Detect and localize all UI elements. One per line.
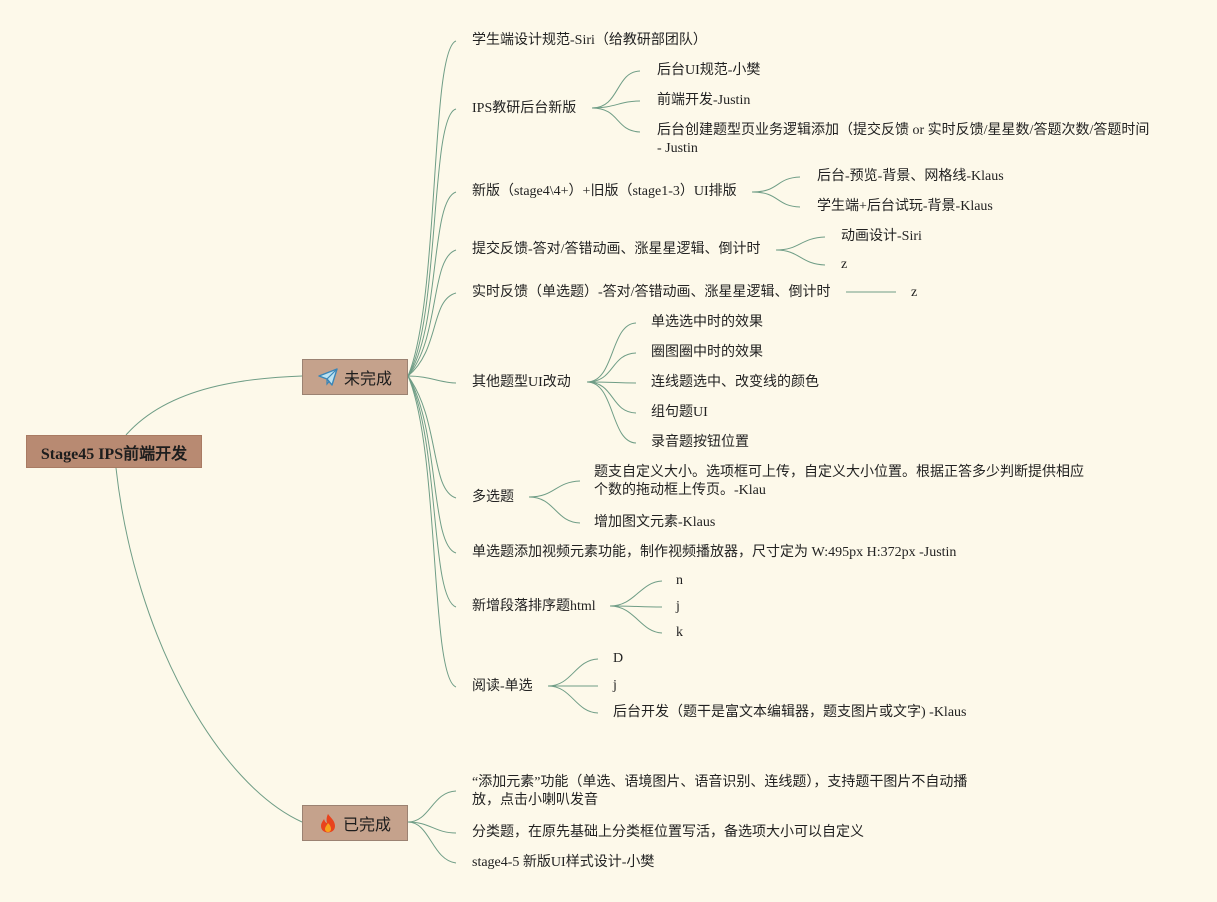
node-multi-choice[interactable]: 多选题 bbox=[472, 490, 514, 505]
node-multi-choice-child[interactable]: 题支自定义大小。选项框可上传，自定义大小位置。根据正答多少判断提供相应个数的拖动… bbox=[594, 465, 1084, 498]
node-other-ui-child[interactable]: 录音题按钮位置 bbox=[651, 435, 749, 450]
edge-b1-student-spec bbox=[407, 40, 457, 377]
node-ips-admin-child[interactable]: 后台创建题型页业务逻辑添加（提交反馈 or 实时反馈/星星数/答题次数/答题时间… bbox=[657, 123, 1150, 156]
edge-root-incomplete bbox=[125, 375, 303, 436]
edge-b1-single-video bbox=[407, 375, 457, 554]
node-other-ui-child[interactable]: 连线题选中、改变线的颜色 bbox=[651, 375, 819, 390]
node-ips-admin-child[interactable]: 前端开发-Justin bbox=[657, 93, 751, 108]
node-paragraph-sort-child[interactable]: j bbox=[676, 599, 680, 614]
node-single-video[interactable]: 单选题添加视频元素功能，制作视频播放器，尺寸定为 W:495px H:372px… bbox=[472, 545, 957, 560]
node-complete-item[interactable]: 分类题，在原先基础上分类框位置写活，备选项大小可以自定义 bbox=[472, 825, 864, 840]
node-complete-item[interactable]: stage4-5 新版UI样式设计-小樊 bbox=[472, 855, 655, 870]
node-new-old-ui-child[interactable]: 后台-预览-背景、网格线-Klaus bbox=[817, 169, 1004, 184]
root-node[interactable]: Stage45 IPS前端开发 bbox=[26, 435, 202, 468]
node-new-old-ui-child[interactable]: 学生端+后台试玩-背景-Klaus bbox=[817, 199, 993, 214]
node-reading-child[interactable]: D bbox=[613, 651, 624, 666]
edge-b1-other-ui bbox=[407, 375, 457, 384]
node-new-old-ui[interactable]: 新版（stage4\4+）+旧版（stage1-3）UI排版 bbox=[472, 184, 737, 199]
edge-b1-ips-admin bbox=[407, 108, 457, 377]
node-multi-choice-child[interactable]: 增加图文元素-Klaus bbox=[594, 515, 716, 530]
node-student-spec[interactable]: 学生端设计规范-Siri（给教研部团队） bbox=[472, 33, 707, 48]
node-paragraph-sort[interactable]: 新增段落排序题html bbox=[472, 599, 596, 614]
paper-plane-icon bbox=[318, 368, 338, 386]
root-label: Stage45 IPS前端开发 bbox=[40, 445, 188, 463]
node-complete-item[interactable]: “添加元素”功能（单选、语境图片、语音识别、连线题），支持题干图片不自动播放，点… bbox=[472, 775, 968, 808]
node-other-ui[interactable]: 其他题型UI改动 bbox=[472, 375, 571, 390]
branch-complete[interactable]: 已完成 bbox=[302, 805, 408, 841]
node-submit-feedback-child[interactable]: 动画设计-Siri bbox=[841, 229, 922, 244]
edge-b1-paragraph bbox=[407, 375, 457, 608]
branch-incomplete-label: 未完成 bbox=[343, 371, 392, 388]
branch-incomplete[interactable]: 未完成 bbox=[302, 359, 408, 395]
node-realtime-feedback-child[interactable]: z bbox=[911, 285, 918, 300]
edge-b1-realtime bbox=[407, 292, 457, 377]
node-ips-admin[interactable]: IPS教研后台新版 bbox=[472, 101, 577, 116]
node-other-ui-child[interactable]: 组句题UI bbox=[651, 405, 708, 420]
node-paragraph-sort-child[interactable]: k bbox=[676, 625, 683, 640]
node-ips-admin-child[interactable]: 后台UI规范-小樊 bbox=[657, 63, 761, 78]
edge-root-complete bbox=[115, 467, 303, 823]
node-realtime-feedback[interactable]: 实时反馈（单选题）-答对/答错动画、涨星星逻辑、倒计时 bbox=[472, 285, 831, 300]
node-other-ui-child[interactable]: 单选选中时的效果 bbox=[651, 315, 763, 330]
node-other-ui-child[interactable]: 圈图圈中时的效果 bbox=[651, 345, 763, 360]
node-reading[interactable]: 阅读-单选 bbox=[472, 679, 533, 694]
edge-b1-multi bbox=[407, 375, 457, 499]
fire-icon bbox=[319, 813, 337, 833]
node-reading-child[interactable]: 后台开发（题干是富文本编辑器，题支图片或文字) -Klaus bbox=[613, 705, 967, 720]
node-submit-feedback[interactable]: 提交反馈-答对/答错动画、涨星星逻辑、倒计时 bbox=[472, 242, 761, 257]
node-submit-feedback-child[interactable]: z bbox=[841, 257, 848, 272]
edge-b1-submit-feedback bbox=[407, 249, 457, 377]
branch-complete-label: 已完成 bbox=[342, 817, 391, 834]
node-reading-child[interactable]: j bbox=[613, 678, 617, 693]
node-paragraph-sort-child[interactable]: n bbox=[676, 573, 683, 588]
edge-b1-reading bbox=[407, 375, 457, 688]
edge-b1-new-old-ui bbox=[407, 191, 457, 377]
